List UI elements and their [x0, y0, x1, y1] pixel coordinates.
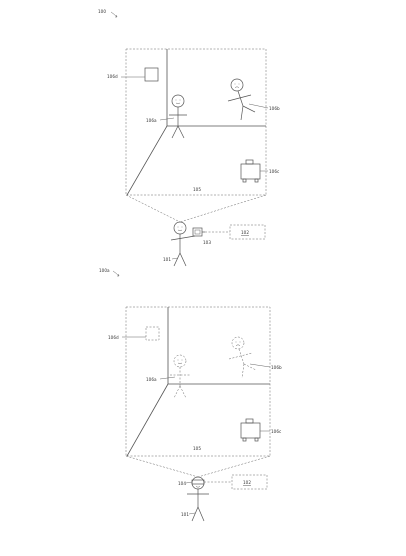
diagram-top: 100 106d 106a [98, 9, 280, 267]
zone-label: 105 [193, 446, 201, 451]
figure-label-arrow [112, 270, 120, 277]
field-of-view-right [197, 455, 271, 478]
figure-label: 100 [98, 9, 106, 14]
wall-diagonal [126, 383, 169, 457]
camera-device [192, 227, 205, 237]
appliance [240, 418, 261, 442]
room-boundary [125, 48, 267, 196]
field-of-view-left [125, 194, 181, 223]
room-boundary [125, 306, 271, 457]
person-standing [169, 94, 187, 139]
field-of-view-left [125, 455, 199, 478]
object-box [145, 326, 160, 341]
observer-person [170, 221, 196, 267]
camera-label: 103 [203, 240, 211, 245]
processor-box [229, 224, 266, 240]
object-box-label: 106d [107, 74, 118, 79]
person-standing [170, 354, 190, 399]
person-standing-label: 106a [146, 377, 157, 382]
appliance-label: 106c [271, 429, 282, 434]
figure-label-arrow [110, 11, 118, 18]
person-falling-label: 106b [269, 106, 280, 111]
head-mounted-camera [191, 479, 205, 485]
object-box-label: 106d [108, 335, 119, 340]
processor-box [231, 474, 268, 490]
observer-label: 101 [163, 257, 171, 262]
field-of-view-right [179, 194, 267, 223]
wall-diagonal [126, 125, 168, 196]
observer-person [187, 476, 209, 522]
person-falling [228, 336, 257, 379]
figure-label: 100a [99, 268, 110, 273]
object-box [144, 67, 159, 82]
appliance-label: 106c [269, 169, 280, 174]
zone-label: 105 [193, 187, 201, 192]
person-standing-label: 106a [146, 118, 157, 123]
camera-label: 104 [178, 481, 186, 486]
processor-label: 102 [241, 230, 249, 235]
person-falling-label: 106b [271, 365, 282, 370]
processor-label: 102 [243, 480, 251, 485]
diagram-bottom: 100a 106d 106a [99, 268, 282, 522]
observer-label: 101 [181, 512, 189, 517]
person-falling [227, 78, 256, 121]
appliance [240, 159, 261, 183]
